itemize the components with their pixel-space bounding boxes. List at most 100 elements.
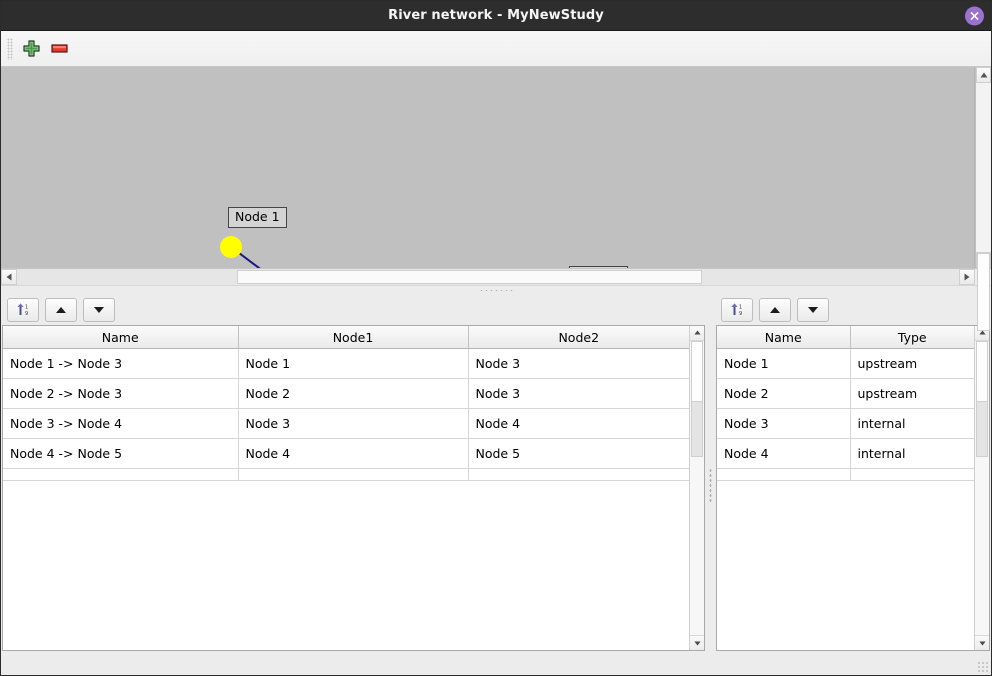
table-cell[interactable]: Node 1 -> Node 3 — [3, 348, 239, 380]
nodes-move-down-button[interactable] — [797, 297, 829, 322]
resize-grip[interactable] — [977, 661, 989, 673]
table-cell[interactable] — [238, 468, 469, 482]
table-cell[interactable]: upstream — [850, 378, 974, 410]
nodes-sort-button[interactable]: 1 9 — [721, 297, 753, 322]
branches-move-down-button[interactable] — [83, 297, 115, 322]
nodes-table-scrollbar[interactable] — [974, 325, 989, 650]
triangle-up-icon — [56, 306, 66, 313]
table-cell[interactable]: internal — [850, 408, 974, 440]
svg-text:1: 1 — [25, 305, 28, 311]
nodes-pane-footer — [715, 651, 991, 675]
titlebar: River network - MyNewStudy — [1, 1, 991, 31]
sort-ascending-icon: 1 9 — [16, 303, 28, 317]
table-cell[interactable]: Node 5 — [468, 438, 689, 470]
branches-scroll-up-button[interactable] — [690, 325, 704, 341]
nodes-scroll-track[interactable] — [975, 340, 989, 635]
nodes-move-up-button[interactable] — [759, 297, 791, 322]
branches-sort-button[interactable]: 1 9 — [7, 297, 39, 322]
table-cell[interactable]: Node 4 — [468, 408, 689, 440]
horizontal-splitter[interactable] — [1, 284, 991, 295]
nodes-scroll-down-button[interactable] — [975, 635, 989, 650]
table-cell[interactable]: Node 3 — [238, 408, 469, 440]
branches-table-scrollbar[interactable] — [689, 325, 704, 650]
branches-column-header-name[interactable]: Name — [3, 325, 239, 350]
toolbar-grip[interactable] — [7, 37, 13, 60]
triangle-up-icon — [770, 306, 780, 313]
table-cell[interactable]: Node 1 — [717, 348, 851, 380]
scroll-right-button[interactable] — [959, 268, 975, 285]
canvas-vscroll-thumb[interactable] — [977, 253, 990, 331]
scroll-left-button[interactable] — [1, 268, 17, 285]
table-row[interactable] — [717, 468, 974, 482]
scroll-up-button[interactable] — [976, 67, 991, 83]
nodes-scroll-thumb-lower[interactable] — [976, 400, 988, 457]
triangle-down-icon — [808, 306, 818, 313]
branches-scroll-track[interactable] — [690, 340, 704, 635]
table-cell[interactable]: Node 2 — [717, 378, 851, 410]
close-button[interactable] — [965, 6, 984, 25]
vertical-splitter[interactable] — [706, 294, 715, 675]
add-node-button[interactable] — [17, 35, 45, 63]
canvas-horizontal-scrollbar[interactable] — [1, 267, 991, 285]
table-cell[interactable]: Node 3 — [468, 348, 689, 380]
branches-scroll-down-button[interactable] — [690, 635, 704, 650]
canvas-hscroll-thumb[interactable] — [237, 269, 702, 284]
canvas-vscroll-track[interactable] — [976, 83, 991, 331]
table-cell[interactable]: Node 4 — [238, 438, 469, 470]
branches-column-header-node2[interactable]: Node2 — [468, 325, 689, 350]
table-cell[interactable]: Node 3 — [717, 408, 851, 440]
table-row[interactable] — [3, 468, 689, 482]
branches-toolbar: 1 9 — [1, 295, 706, 325]
table-cell[interactable]: Node 4 — [717, 438, 851, 470]
table-cell[interactable]: upstream — [850, 348, 974, 380]
window-title: River network - MyNewStudy — [388, 8, 604, 23]
edges-layer — [239, 252, 329, 268]
node-label-node1[interactable]: Node 1 — [228, 207, 287, 228]
nodes-scroll-thumb[interactable] — [976, 340, 988, 405]
graph-node-node1[interactable] — [220, 236, 242, 258]
branches-scroll-thumb-lower[interactable] — [691, 400, 703, 457]
triangle-up-icon — [693, 330, 701, 335]
nodes-layer — [220, 236, 242, 258]
table-cell[interactable] — [717, 468, 851, 482]
table-cell[interactable]: Node 2 -> Node 3 — [3, 378, 239, 410]
branches-move-up-button[interactable] — [45, 297, 77, 322]
table-cell[interactable]: Node 3 -> Node 4 — [3, 408, 239, 440]
table-cell[interactable]: Node 3 — [468, 378, 689, 410]
edge-Node1-Node3[interactable] — [239, 252, 329, 268]
table-cell[interactable]: Node 4 -> Node 5 — [3, 438, 239, 470]
branches-scroll-thumb[interactable] — [691, 340, 703, 405]
table-cell[interactable] — [3, 468, 239, 482]
svg-text:9: 9 — [25, 311, 28, 317]
nodes-column-header-type[interactable]: Type — [850, 325, 974, 350]
table-cell[interactable]: Node 2 — [238, 378, 469, 410]
nodes-column-header-name[interactable]: Name — [717, 325, 851, 350]
delete-node-button[interactable] — [45, 35, 73, 63]
tables-container: 1 9 — [1, 294, 991, 675]
table-cell[interactable]: internal — [850, 438, 974, 470]
canvas-vertical-scrollbar[interactable] — [975, 67, 991, 331]
table-cell[interactable] — [850, 468, 974, 482]
node-label-node5[interactable]: Node 5 — [569, 266, 628, 268]
canvas-hscroll-track[interactable] — [17, 268, 959, 285]
table-cell[interactable] — [468, 468, 689, 482]
branches-pane-footer — [1, 651, 706, 675]
triangle-left-icon — [6, 273, 12, 281]
sort-ascending-icon: 1 9 — [730, 303, 742, 317]
branches-column-header-node1[interactable]: Node1 — [238, 325, 469, 350]
svg-text:1: 1 — [739, 305, 742, 311]
table-cell[interactable]: Node 1 — [238, 348, 469, 380]
